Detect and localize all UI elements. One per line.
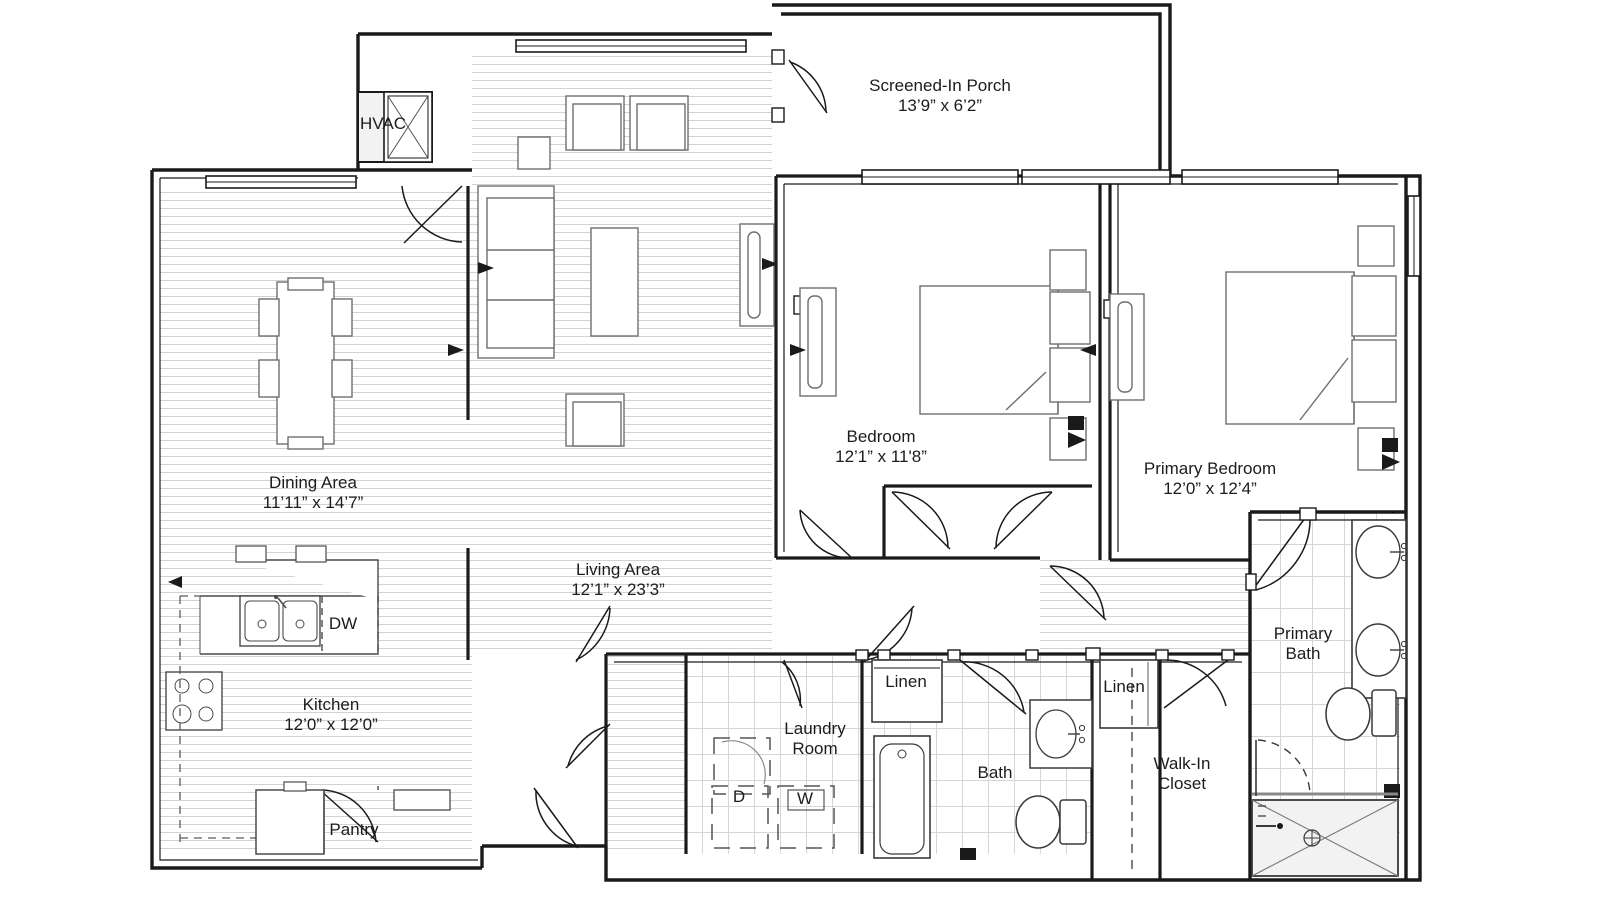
refrigerator [255, 781, 325, 855]
primary-bedroom-outlets [1382, 438, 1400, 470]
pantry-cabinet [393, 789, 451, 811]
range [165, 671, 223, 731]
doors [319, 59, 1311, 849]
direction-markers [448, 258, 1096, 356]
vanity-sink [1029, 699, 1093, 769]
bathtub [873, 735, 931, 859]
door-jambs [771, 49, 1317, 661]
living-furniture [477, 95, 775, 447]
side-table [517, 136, 551, 170]
dining-furniture [258, 277, 353, 450]
bath-fixtures [873, 699, 1093, 860]
coffee-table [590, 227, 639, 337]
toilet [1015, 795, 1087, 849]
primary-bedroom-furniture [1109, 225, 1397, 471]
floor-laundry [686, 654, 862, 854]
walk-in-shower [1251, 792, 1399, 877]
hvac-closet [357, 91, 433, 163]
floor-hall [606, 654, 686, 854]
bedroom-outlets [1068, 416, 1086, 448]
bed-2 [1225, 271, 1355, 425]
floor-primary-hall [1040, 560, 1250, 656]
bed-1 [919, 285, 1059, 415]
primary-bath-fixtures [1251, 512, 1408, 877]
primary-toilet [1325, 687, 1397, 741]
linen-closets [871, 659, 1159, 729]
double-vanity [1392, 512, 1394, 513]
windows [205, 39, 1421, 277]
laundry-fixtures [711, 737, 835, 849]
kitchen-fixtures [165, 545, 451, 855]
arrow-marker [168, 576, 182, 588]
bedroom-furniture [799, 249, 1091, 461]
double-sink [239, 595, 321, 647]
label-linen-1: Linen [885, 672, 927, 691]
label-linen-2: Linen [1103, 677, 1145, 696]
